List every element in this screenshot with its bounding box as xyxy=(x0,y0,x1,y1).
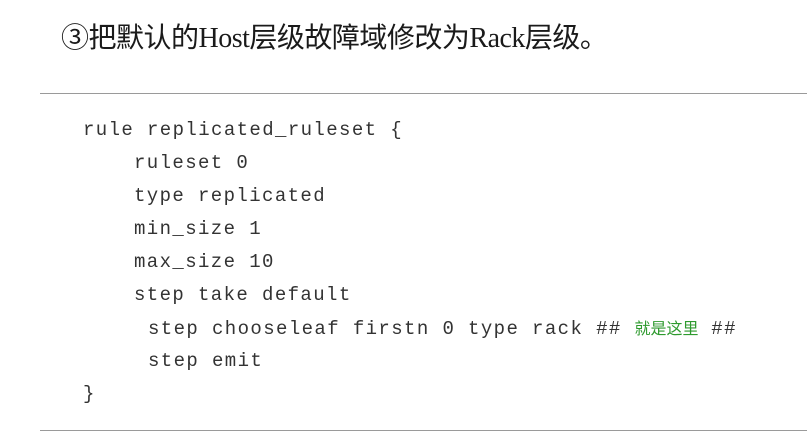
code-block-top-divider xyxy=(40,93,807,94)
code-line: step emit xyxy=(148,350,264,372)
code-block-bottom-divider xyxy=(40,430,807,431)
code-line-chooseleaf: step chooseleaf firstn 0 type rack ## 就是… xyxy=(83,312,737,345)
code-line: max_size 10 xyxy=(134,251,275,273)
code-comment: 就是这里 xyxy=(634,319,699,338)
code-block: rule replicated_ruleset { ruleset 0 type… xyxy=(83,114,737,411)
code-comment-suffix: ## xyxy=(698,318,737,340)
code-line: ruleset 0 xyxy=(134,152,250,174)
code-line: step take default xyxy=(134,284,352,306)
step-heading: ③把默认的Host层级故障域修改为Rack层级。 xyxy=(61,23,608,54)
code-line: rule replicated_ruleset { xyxy=(83,119,404,141)
code-line: min_size 1 xyxy=(134,218,263,240)
code-line: type replicated xyxy=(134,185,327,207)
code-line: } xyxy=(83,383,96,405)
code-text: step chooseleaf firstn 0 type rack ## xyxy=(148,318,635,340)
